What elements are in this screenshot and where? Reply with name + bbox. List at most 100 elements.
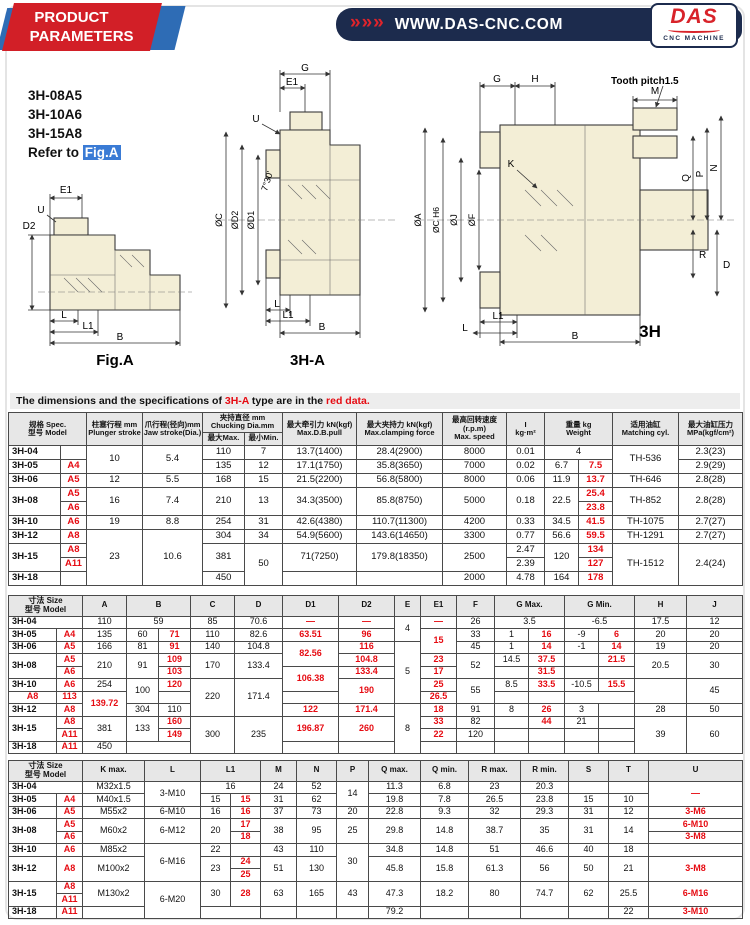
data-cell: 28.4(2900) (356, 444, 443, 460)
data-cell: 17 (420, 665, 457, 680)
data-cell (126, 740, 191, 755)
dim-label-d: D (723, 260, 730, 271)
data-cell: 4 (394, 615, 421, 642)
data-cell (282, 570, 357, 586)
data-cell: 34.3(3500) (282, 486, 357, 516)
refer-highlight: Fig.A (82, 145, 121, 160)
data-cell: 5.4 (142, 444, 203, 474)
data-cell: 7.8 (420, 793, 469, 807)
data-cell: 31 (568, 818, 609, 845)
note-bar: The dimensions and the specifications of… (10, 393, 740, 409)
data-cell: 0.06 (506, 472, 545, 488)
note-text: type are in the (249, 395, 327, 407)
header-cell: A (82, 595, 127, 617)
data-cell: 24 (260, 780, 297, 795)
header-cell: L1 (200, 760, 261, 782)
data-cell: 304 (202, 528, 245, 544)
data-cell: 25.4 (578, 486, 613, 502)
data-cell: A5 (60, 486, 87, 502)
data-cell (494, 740, 529, 755)
data-cell: 8.5 (494, 678, 529, 692)
website-url[interactable]: WWW.DAS-CNC.COM (394, 15, 563, 33)
data-cell: 21.5 (598, 653, 636, 667)
data-cell: 381 (82, 715, 127, 742)
data-cell: 3H-15 (8, 715, 57, 742)
data-cell: 3H-10 (8, 678, 57, 692)
data-cell: 127 (578, 556, 613, 572)
data-cell: M40x1.5 (82, 793, 145, 807)
banner-line-2: PARAMETERS (29, 28, 134, 45)
data-cell: 33.5 (527, 678, 566, 692)
data-cell (82, 905, 145, 920)
figure-3ha-drawing: G E1 U 7°30' ØC ØD2 ØD1 L L1 B (214, 63, 398, 338)
data-cell: 6.7 (544, 458, 579, 474)
data-cell: 5.5 (142, 472, 203, 488)
data-cell: 3H-05 (8, 628, 57, 642)
data-cell: 23 (420, 653, 457, 667)
data-cell: 63.51 (282, 628, 339, 642)
data-cell: 30 (686, 653, 744, 680)
dim-label-od2: ØD2 (230, 211, 240, 230)
dim-label-h: H (531, 74, 538, 85)
data-cell: 6-M10 (144, 805, 201, 820)
data-cell: 18 (420, 703, 457, 717)
data-cell: 16 (200, 805, 231, 820)
data-cell: 22 (420, 728, 457, 742)
data-cell: 16 (527, 628, 566, 642)
data-cell: 120 (456, 728, 495, 742)
header-cell: 重量 kg Weight (544, 412, 613, 446)
data-cell: 3H-04 (8, 780, 83, 795)
data-cell: 130 (296, 855, 337, 882)
refer-note: Refer to Fig.A (28, 143, 121, 162)
header-cell: 最大Max. (202, 431, 245, 446)
data-cell: 50 (686, 703, 744, 717)
data-cell (336, 905, 369, 920)
data-cell: 110 (158, 703, 191, 717)
data-cell: 2500 (442, 542, 507, 572)
data-cell (568, 905, 609, 920)
figure-a-drawing: E1 D2 U L L1 B (23, 185, 192, 346)
data-cell: 19.8 (368, 793, 421, 807)
das-logo: DAS CNC MACHINE (650, 3, 738, 48)
data-cell: 20 (686, 640, 744, 655)
data-cell: A5 (56, 818, 83, 832)
data-cell: 79.2 (368, 905, 421, 920)
data-cell (282, 740, 339, 755)
chevrons-icon: »»» (350, 12, 385, 33)
header-cell: 最高回转速度(r.p.m) Max. speed (442, 412, 507, 446)
header-cell: C (190, 595, 235, 617)
data-cell: 110.7(11300) (356, 514, 443, 530)
data-cell: 16 (230, 805, 261, 820)
data-cell: 11.3 (368, 780, 421, 795)
data-cell: 7000 (442, 458, 507, 474)
data-cell: 110 (82, 615, 127, 630)
data-cell: — (648, 780, 743, 807)
data-cell: 4200 (442, 514, 507, 530)
data-cell: 43 (336, 880, 369, 907)
data-cell: 91 (456, 703, 495, 717)
dim-label-oc-h6: ØC H6 (431, 207, 441, 233)
header-cell: 柱塞行程 mm Plunger stroke (86, 412, 143, 446)
logo-subtext: CNC MACHINE (663, 35, 725, 42)
data-cell: 6 (598, 628, 636, 642)
data-cell: 190 (338, 678, 395, 705)
data-cell (60, 570, 87, 586)
data-cell: 85.8(8750) (356, 486, 443, 516)
data-cell: 11.9 (544, 472, 579, 488)
dim-label-g: G (301, 63, 309, 74)
data-cell: 3H-08 (8, 486, 61, 516)
header-cell: 最小Min. (244, 431, 283, 446)
data-cell: 21 (608, 855, 649, 882)
header-cell: R min. (520, 760, 569, 782)
data-cell: 31.5 (527, 665, 566, 680)
data-cell: 30 (336, 843, 369, 882)
dim-label-b: B (117, 332, 124, 343)
